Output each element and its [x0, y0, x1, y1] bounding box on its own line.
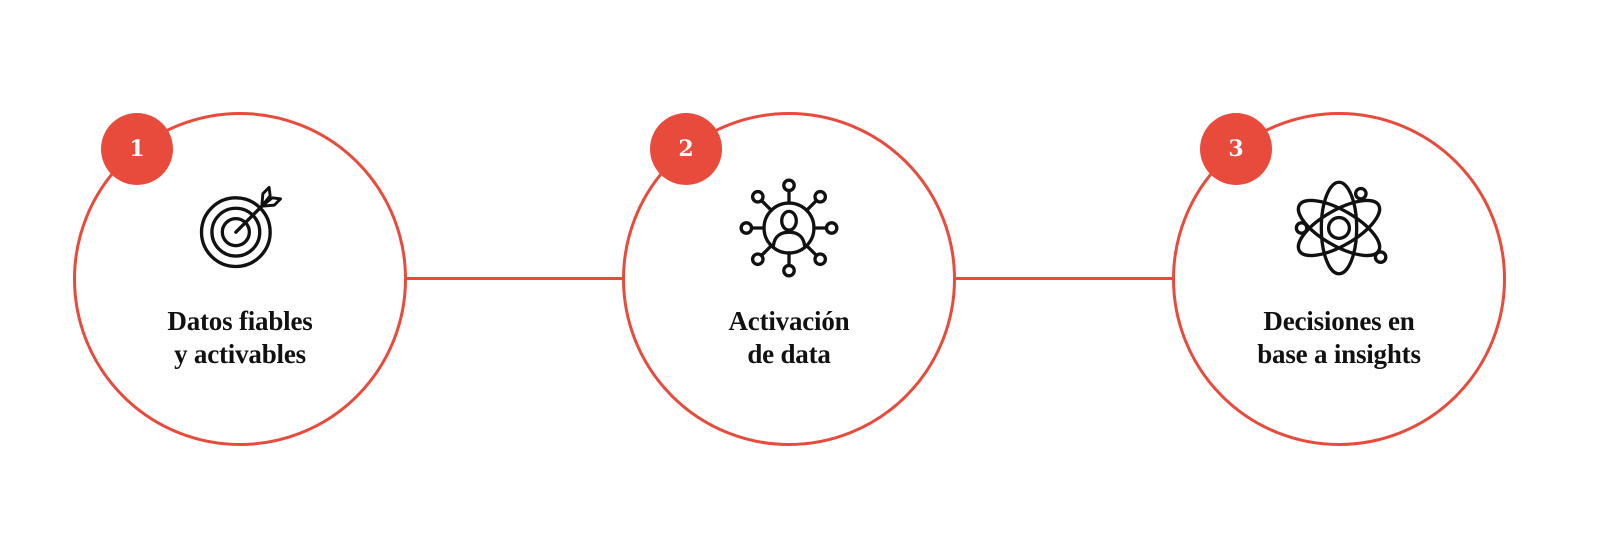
- step-title-line-2: y activables: [174, 339, 306, 369]
- step-3: 3 Decisiones en base a insights: [1172, 112, 1506, 446]
- step-number-badge: 1: [101, 113, 173, 185]
- connector-line-1-2: [405, 277, 625, 280]
- step-title-line-2: de data: [747, 339, 831, 369]
- target-icon: [188, 176, 292, 280]
- step-2: 2: [622, 112, 956, 446]
- step-title: Datos fiables y activables: [73, 305, 407, 371]
- step-title-line-1: Datos fiables: [167, 306, 313, 336]
- step-title-line-1: Activación: [728, 306, 850, 336]
- step-title-line-2: base a insights: [1257, 339, 1421, 369]
- step-title-line-1: Decisiones en: [1263, 306, 1415, 336]
- connector-line-2-3: [954, 277, 1174, 280]
- step-number-badge: 3: [1200, 113, 1272, 185]
- atom-icon: [1287, 176, 1391, 280]
- network-user-icon: [737, 176, 841, 280]
- step-title: Decisiones en base a insights: [1172, 305, 1506, 371]
- step-title: Activación de data: [622, 305, 956, 371]
- step-1: 1 Datos fiables y activables: [73, 112, 407, 446]
- step-number-badge: 2: [650, 113, 722, 185]
